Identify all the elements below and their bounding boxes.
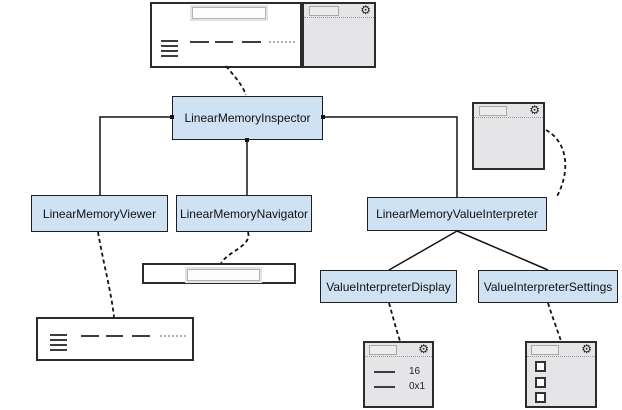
edge-viewer-mockup bbox=[97, 231, 115, 318]
panel-header: ⚙ bbox=[304, 4, 374, 18]
address-line bbox=[161, 40, 178, 42]
ascii-dots bbox=[269, 41, 295, 43]
value-type-line bbox=[374, 371, 395, 373]
gear-icon: ⚙ bbox=[418, 342, 429, 356]
display-mockup: ⚙ 16 0x1 bbox=[363, 341, 434, 408]
node-linear-memory-value-interpreter: LinearMemoryValueInterpreter bbox=[367, 197, 547, 231]
interpreter-pane-mockup: ⚙ bbox=[302, 2, 376, 68]
gear-icon: ⚙ bbox=[529, 103, 540, 117]
edge-navigator-mockup bbox=[220, 231, 250, 264]
navigator-mockup bbox=[142, 263, 296, 284]
address-line bbox=[50, 344, 67, 346]
settings-mockup: ⚙ bbox=[525, 341, 597, 408]
address-line bbox=[50, 349, 67, 351]
node-value-interpreter-settings: ValueInterpreterSettings bbox=[478, 270, 618, 303]
node-linear-memory-inspector: LinearMemoryInspector bbox=[172, 96, 323, 140]
node-linear-memory-viewer: LinearMemoryViewer bbox=[31, 195, 168, 232]
interpreted-value: 16 bbox=[409, 366, 421, 377]
node-label: LinearMemoryViewer bbox=[42, 206, 157, 221]
viewer-mockup bbox=[36, 317, 194, 361]
value-type-line bbox=[374, 386, 395, 388]
node-label: LinearMemoryInspector bbox=[184, 111, 311, 125]
value-interpreter-mockup: ⚙ bbox=[472, 102, 545, 170]
byte-dash bbox=[242, 41, 261, 43]
edge-mockup-inspector bbox=[225, 65, 247, 96]
node-value-interpreter-display: ValueInterpreterDisplay bbox=[320, 270, 457, 303]
checkbox-wireframe bbox=[535, 377, 546, 388]
node-label: LinearMemoryValueInterpreter bbox=[376, 207, 538, 221]
node-linear-memory-navigator: LinearMemoryNavigator bbox=[176, 195, 312, 232]
address-line bbox=[161, 50, 178, 52]
navigator-input-wireframe bbox=[187, 269, 260, 281]
gear-icon: ⚙ bbox=[360, 3, 371, 17]
interpreted-value: 0x1 bbox=[409, 381, 426, 392]
edge-interpreter-settings bbox=[456, 230, 549, 271]
node-label: LinearMemoryNavigator bbox=[179, 206, 309, 221]
node-label: ValueInterpreterDisplay bbox=[326, 279, 451, 294]
byte-dash bbox=[106, 335, 123, 337]
toolbar-input-wireframe bbox=[531, 345, 559, 355]
edge-display-mockup bbox=[388, 302, 401, 342]
toolbar-input-wireframe bbox=[309, 6, 339, 16]
byte-dash bbox=[132, 335, 150, 337]
toolbar-input-wireframe bbox=[369, 345, 397, 355]
edge-inspector-viewer bbox=[99, 116, 172, 195]
address-line bbox=[50, 339, 67, 341]
inspector-viewer-mockup bbox=[150, 2, 302, 68]
panel-header: ⚙ bbox=[474, 104, 543, 118]
byte-dash bbox=[215, 41, 233, 43]
edge-mockup-value-interpreter bbox=[545, 129, 567, 199]
edge-settings-mockup bbox=[547, 302, 562, 342]
address-line bbox=[50, 334, 67, 336]
checkbox-wireframe bbox=[535, 361, 546, 372]
checkbox-wireframe bbox=[535, 392, 546, 403]
byte-dash bbox=[190, 41, 209, 43]
address-line bbox=[161, 55, 178, 57]
panel-header: ⚙ bbox=[365, 343, 432, 357]
address-input-wireframe bbox=[192, 7, 266, 19]
gear-icon: ⚙ bbox=[581, 342, 592, 356]
ascii-dots bbox=[160, 335, 186, 337]
toolbar-input-wireframe bbox=[479, 106, 507, 116]
byte-dash bbox=[81, 335, 99, 337]
edge-inspector-value-interpreter bbox=[323, 116, 458, 197]
panel-header: ⚙ bbox=[527, 343, 595, 357]
edge-interpreter-display bbox=[388, 230, 458, 271]
node-label: ValueInterpreterSettings bbox=[483, 279, 613, 294]
address-line bbox=[161, 45, 178, 47]
